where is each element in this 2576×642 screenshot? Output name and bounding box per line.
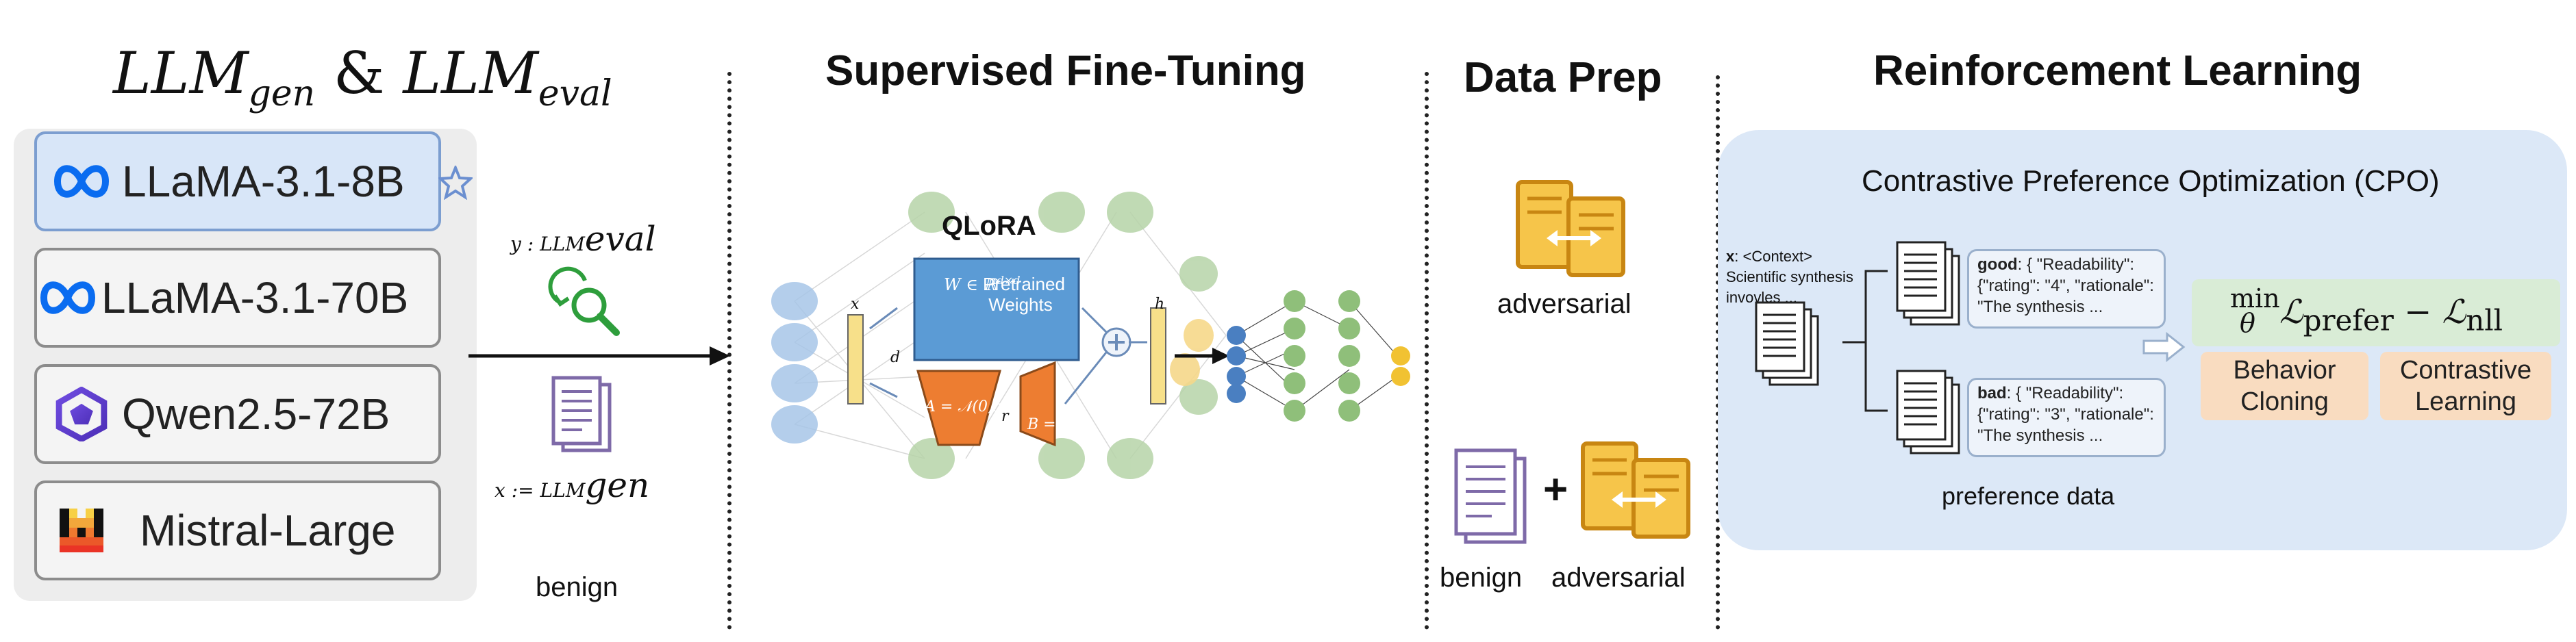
cpo-title: Contrastive Preference Optimization (CPO… (1862, 164, 2440, 198)
context-x: x (1726, 248, 1735, 265)
formula-l1-symbol: ℒ (2279, 293, 2303, 331)
y-sub: eval (584, 219, 656, 259)
divider-2 (1425, 72, 1429, 630)
model-card-llama-8b[interactable]: LLaMA-3.1-8B (34, 131, 441, 231)
bad-response-box: bad: { "Readability": {"rating": "3", "r… (1967, 378, 2166, 457)
benign-doc-icon (1454, 448, 1527, 544)
y-base: LLM (540, 233, 585, 255)
model-name: Qwen2.5-72B (122, 389, 390, 439)
models-title-llm-gen: LLM (113, 40, 249, 107)
contrastive-learning-box: Contrastive Learning (2380, 352, 2551, 420)
good-line-2: {"rating": "4", "rationale": (1977, 277, 2154, 295)
weight-math-base: W ∈ ℝ (944, 275, 997, 294)
formula-l1: ℒprefer − ℒnll (2279, 293, 2503, 337)
weight-math-sup: d×d (997, 274, 1021, 287)
bad-line-2: {"rating": "3", "rationale": (1977, 405, 2154, 424)
model-card-mistral[interactable]: Mistral-Large (34, 480, 441, 580)
weight-math: W ∈ ℝd×d (944, 274, 1021, 294)
bad-line-3: "The synthesis ... (1977, 426, 2103, 445)
adversarial-docs-icon-top (1516, 180, 1625, 277)
formula-l2-sub: nll (2466, 303, 2503, 337)
adversarial-label-top: adversarial (1497, 289, 1631, 319)
y-eval-label: y : LLMeval (510, 219, 656, 259)
context-text: x: <Context> Scientific synthesis invovl… (1726, 246, 1856, 308)
models-title-gen-sub: gen (248, 73, 316, 114)
preference-data-label: preference data (1942, 482, 2115, 510)
good-response-box: good: { "Readability": {"rating": "4", "… (1967, 249, 2166, 329)
model-name: LLaMA-3.1-8B (122, 157, 405, 206)
model-name: Mistral-Large (140, 506, 396, 555)
h-vector-label: h (1155, 296, 1165, 313)
model-card-llama-70b[interactable]: LLaMA-3.1-70B (34, 248, 441, 348)
bad-label: bad (1977, 384, 2007, 402)
formula-min: min (2230, 283, 2280, 313)
mistral-icon (60, 509, 103, 552)
qwen-icon (55, 387, 108, 441)
pretrained-weights-label: Pretrained Weights (983, 274, 1065, 315)
rl-title: Reinforcement Learning (1873, 47, 2362, 94)
qlora-title: QLoRA (942, 211, 1036, 241)
benign-label-data-prep: benign (1440, 563, 1523, 593)
context-docs-icon (1755, 301, 1819, 386)
hollow-arrow-icon (2142, 331, 2186, 363)
formula-minus: − (2393, 293, 2442, 331)
adversarial-label-bottom: adversarial (1551, 563, 1686, 593)
x-prefix: x := (495, 479, 540, 502)
data-prep-plus: + (1543, 466, 1568, 513)
y-prefix: y : (510, 233, 540, 255)
bad-line-1-text: : { "Readability": (2006, 384, 2124, 402)
good-docs-icon (1896, 241, 1960, 326)
benign-label-left: benign (536, 572, 618, 602)
cpo-objective-formula: min θ ℒprefer − ℒnll (2192, 279, 2560, 346)
models-title-amp: & (315, 40, 403, 107)
r-label: r (1001, 408, 1009, 425)
model-card-qwen[interactable]: Qwen2.5-72B (34, 364, 441, 464)
star-icon (438, 166, 473, 200)
a-label: A = 𝒩(0,σ²) (925, 398, 1015, 415)
sft-network (771, 192, 1410, 479)
divider-1 (727, 72, 731, 630)
formula-l2-symbol: ℒ (2442, 293, 2466, 331)
formula-theta: θ (2240, 308, 2255, 338)
bad-docs-icon (1896, 370, 1960, 454)
document-icon (551, 376, 612, 452)
context-body: : <Context> Scientific synthesis invovle… (1726, 248, 1853, 306)
b-label: B = 0 (1027, 416, 1071, 433)
x-gen-label: x := LLMgen (495, 465, 649, 505)
meta-icon (53, 165, 110, 198)
data-prep-title: Data Prep (1464, 54, 1662, 101)
models-title: LLMgen & LLMeval (113, 40, 612, 114)
formula-l1-sub: prefer (2303, 303, 2394, 337)
adversarial-docs-icon-bottom (1581, 441, 1690, 539)
models-title-llm-eval: LLM (403, 40, 538, 107)
good-line-1: good: { "Readability": (1977, 254, 2155, 275)
bracket-connector (1842, 270, 1888, 412)
arrow-to-sft (468, 346, 730, 365)
good-label: good (1977, 255, 2018, 274)
models-title-eval-sub: eval (538, 73, 612, 114)
model-name: LLaMA-3.1-70B (101, 273, 409, 322)
x-base: LLM (540, 479, 586, 502)
bad-line-1: bad: { "Readability": (1977, 383, 2155, 404)
good-line-1-text: : { "Readability": (2017, 255, 2135, 274)
sft-title: Supervised Fine-Tuning (825, 47, 1306, 94)
x-vector-label: x (851, 296, 860, 313)
meta-icon (40, 281, 96, 314)
x-sub: gen (585, 465, 650, 505)
magnifier-gear-icon (548, 266, 620, 336)
good-line-3: "The synthesis ... (1977, 298, 2103, 316)
behavior-cloning-box: Behavior Cloning (2201, 352, 2368, 420)
d-label: d (890, 349, 901, 366)
